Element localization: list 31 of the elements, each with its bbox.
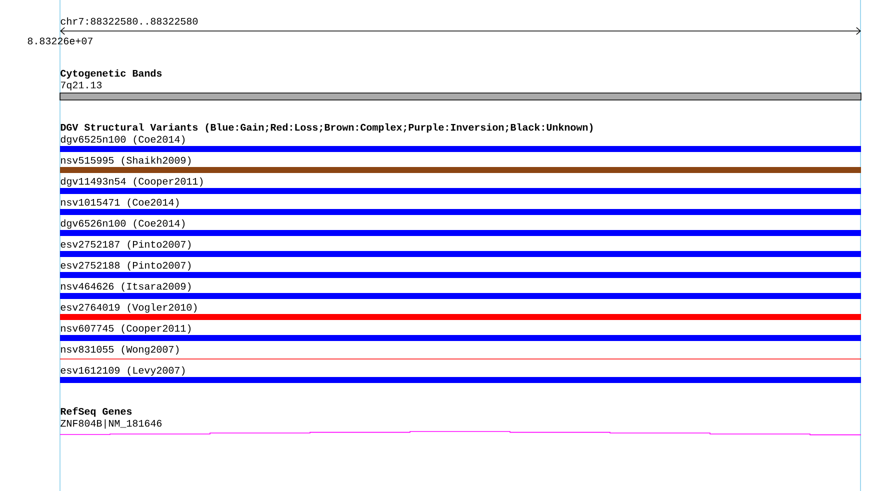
variant-bar: esv2752187 (Pinto2007) bbox=[60, 240, 861, 257]
node-label: nsv515995 (Shaikh2009) bbox=[61, 156, 191, 166]
variant-bar: nsv515995 (Shaikh2009) bbox=[60, 156, 861, 173]
scale-label: 8.83226e+07 bbox=[28, 38, 92, 44]
node-label: nsv464626 (Itsara2009) bbox=[61, 282, 191, 292]
node-label: esv1612109 (Levy2007) bbox=[60, 366, 185, 376]
node-label: dgv11493n54 (Cooper2011) bbox=[60, 177, 203, 187]
variant-bar: nsv464626 (Itsara2009) bbox=[60, 282, 861, 299]
node-label: esv2752187 (Pinto2007) bbox=[60, 240, 191, 250]
variant-bar: nsv1015471 (Coe2014) bbox=[60, 198, 861, 215]
cytoband-bar: 7q21.13 bbox=[60, 82, 862, 100]
variant-bar: esv2752188 (Pinto2007) bbox=[60, 261, 861, 278]
node-label: esv2752188 (Pinto2007) bbox=[60, 261, 191, 271]
node-label: nsv607745 (Cooper2011) bbox=[61, 324, 191, 334]
track-title: Cytogenetic Bands bbox=[60, 69, 162, 79]
node-label: 7q21.13 bbox=[60, 82, 102, 90]
track-title: DGV Structural Variants (Blue:Gain;Red:Loss;Brown:Complex;Purple:Inversion;Black:Unknown) bbox=[60, 123, 593, 133]
node-label: esv2764019 (Vogler2010) bbox=[60, 303, 197, 313]
variant-bar: dgv6526n100 (Coe2014) bbox=[60, 219, 861, 236]
node-label: nsv1015471 (Coe2014) bbox=[61, 198, 179, 208]
variant-bar: nsv607745 (Cooper2011) bbox=[60, 324, 861, 341]
node-label: dgv6526n100 (Coe2014) bbox=[60, 219, 185, 229]
variant-bar: esv2764019 (Vogler2010) bbox=[60, 303, 861, 320]
location-label: chr7:88322580..88322580 bbox=[60, 17, 198, 25]
variant-bar: dgv6525n100 (Coe2014) bbox=[60, 135, 861, 152]
track-title: RefSeq Genes bbox=[60, 407, 132, 417]
gene-track: ZNF804B|NM_181646 bbox=[60, 419, 862, 436]
variant-bar: nsv831055 (Wong2007) bbox=[60, 345, 862, 360]
variant-bar: esv1612109 (Levy2007) bbox=[60, 366, 861, 383]
node-label: dgv6525n100 (Coe2014) bbox=[60, 135, 185, 145]
variant-bar: dgv11493n54 (Cooper2011) bbox=[60, 177, 861, 194]
